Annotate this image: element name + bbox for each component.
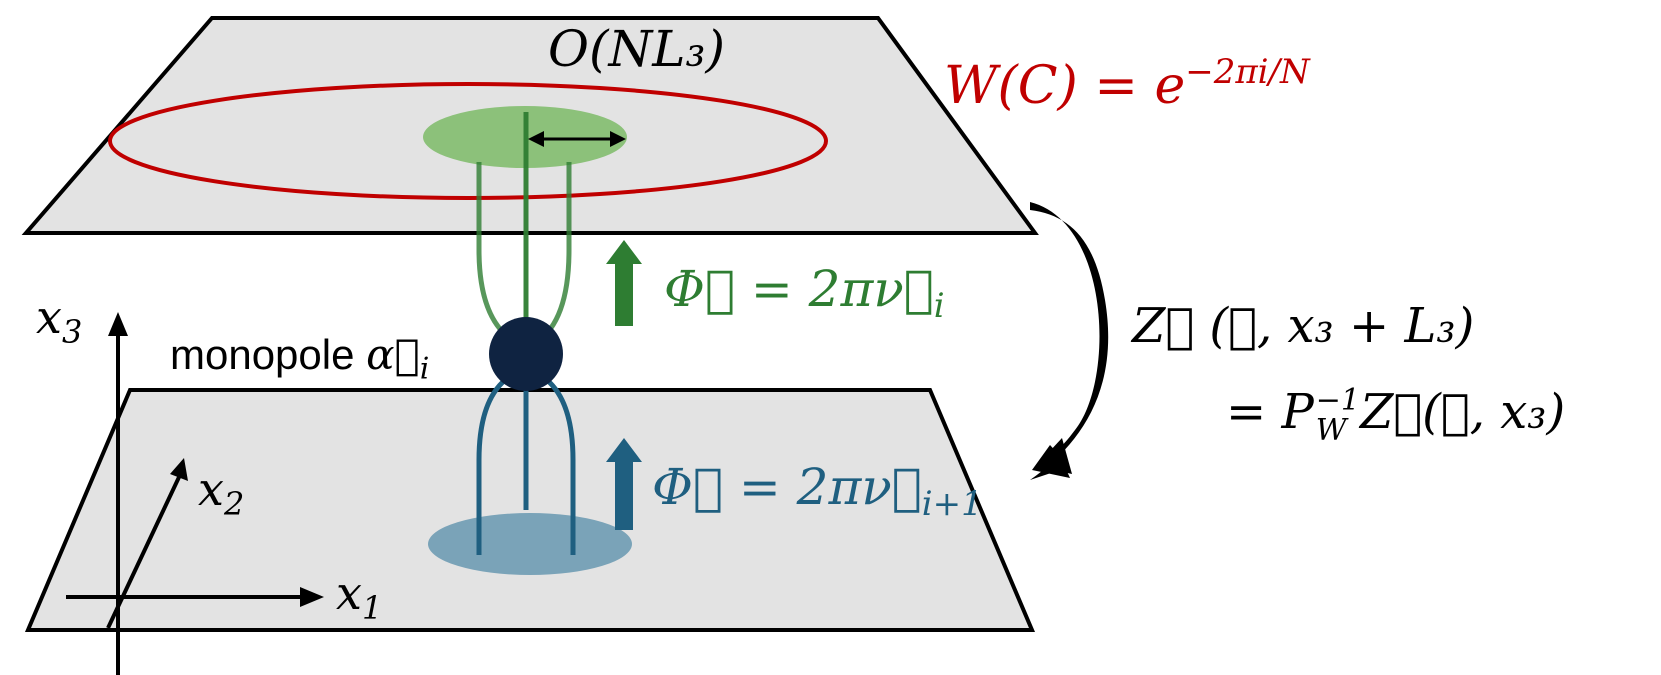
axis-x2-label: x2: [198, 462, 244, 523]
axis-x1-sub: 1: [361, 589, 383, 628]
monopole-sub: i: [419, 351, 430, 387]
bc-sub: W: [1315, 412, 1347, 448]
phi-top-sub: i: [933, 286, 945, 326]
monopole-label: monopole α⃗i: [170, 330, 429, 386]
bottom-plane: [24, 388, 1036, 632]
axis-x1-var: x: [336, 566, 362, 620]
order-label: O(NL₃): [548, 20, 726, 78]
boundary-condition-line1: Z⃗ (𝒙, x₃ + L₃): [1132, 298, 1475, 354]
phi-bottom-main: Φ⃗ = 2πν⃗: [652, 458, 922, 516]
phi-top-label: Φ⃗ = 2πν⃗i: [664, 260, 945, 326]
blue-flux-arrow: [606, 438, 642, 530]
bc-rest: Z⃗(𝒙, x₃): [1360, 384, 1566, 440]
axis-x3-label: x3: [36, 290, 82, 351]
axis-x1-label: x1: [336, 566, 382, 627]
phi-bottom-sub: i+1: [921, 484, 983, 524]
phi-bottom-label: Φ⃗ = 2πν⃗i+1: [652, 458, 983, 524]
bc-eq: = P: [1226, 384, 1314, 440]
wilson-loop-label: W(C) = e−2πi/N: [944, 52, 1310, 116]
monopole-symbol: α⃗: [366, 330, 420, 379]
size-arrow: [528, 131, 626, 147]
phi-top-main: Φ⃗ = 2πν⃗: [664, 260, 934, 318]
bc-sup: −1: [1315, 382, 1361, 418]
coordinate-axes: [66, 312, 324, 675]
wilson-loop: [108, 82, 828, 200]
green-flux-arrow: [606, 240, 642, 326]
bottom-flux-disk: [428, 513, 632, 575]
periodicity-arrow: [1030, 202, 1109, 480]
monopole-word: monopole: [170, 331, 367, 378]
monopole-dot: [489, 317, 563, 391]
axis-x2-var: x: [198, 462, 224, 516]
axis-x2-sub: 2: [223, 485, 245, 524]
axis-x3-var: x: [36, 290, 62, 344]
wilson-exponent: −2πi/N: [1185, 52, 1310, 92]
axis-x3-sub: 3: [61, 313, 83, 352]
wilson-main: W(C) = e: [944, 56, 1186, 116]
